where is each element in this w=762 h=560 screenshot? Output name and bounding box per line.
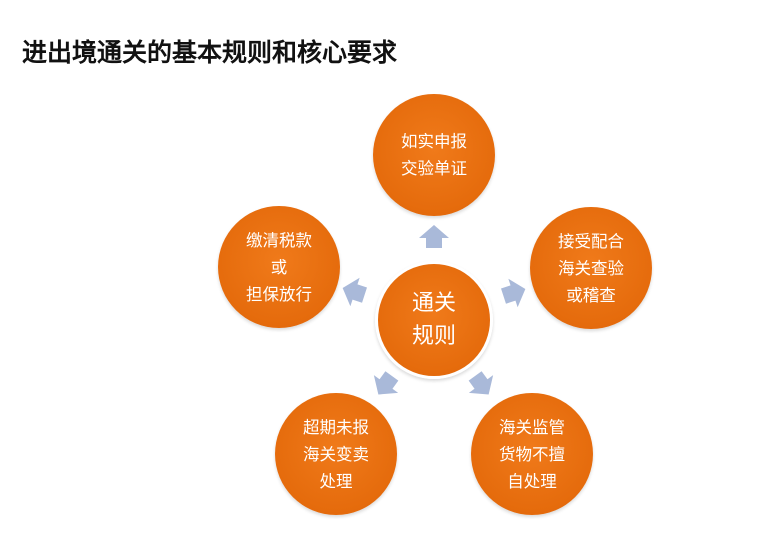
- center-label-line: 通关: [411, 291, 456, 316]
- node-label-line: 或稽查: [566, 285, 616, 305]
- node-label-line: 交验单证: [401, 159, 467, 178]
- node-label-line: 海关监管: [499, 417, 565, 437]
- node-right: 接受配合 海关查验 或稽查: [530, 207, 652, 329]
- node-label-line: 货物不擅: [499, 444, 565, 464]
- center-node: 通关 规则: [375, 261, 493, 379]
- node-left: 缴清税款 或 担保放行: [218, 206, 340, 328]
- arrow-up-icon: [419, 225, 449, 248]
- node-label-line: 自处理: [507, 471, 557, 491]
- center-label-line: 规则: [411, 324, 456, 349]
- arrow-downleft-icon: [373, 371, 399, 395]
- node-label-line: 接受配合: [558, 231, 624, 251]
- node-top: 如实申报 交验单证: [373, 94, 495, 216]
- node-label-line: 海关查验: [558, 258, 624, 278]
- node-bottom-left: 超期未报 海关变卖 处理: [275, 393, 397, 515]
- node-label-line: 或: [270, 257, 288, 277]
- arrow-upleft-icon: [342, 277, 367, 307]
- node-label-line: 如实申报: [401, 132, 467, 151]
- node-label-line: 海关变卖: [303, 444, 369, 464]
- node-label-line: 处理: [319, 471, 353, 491]
- node-label-line: 缴清税款: [246, 230, 312, 250]
- page-title: 进出境通关的基本规则和核心要求: [22, 38, 398, 67]
- node-label-line: 超期未报: [303, 417, 369, 437]
- node-bottom-right: 海关监管 货物不擅 自处理: [471, 393, 593, 515]
- arrow-downright-icon: [468, 371, 494, 395]
- node-label-line: 担保放行: [246, 284, 312, 304]
- arrow-upright-icon: [501, 278, 526, 308]
